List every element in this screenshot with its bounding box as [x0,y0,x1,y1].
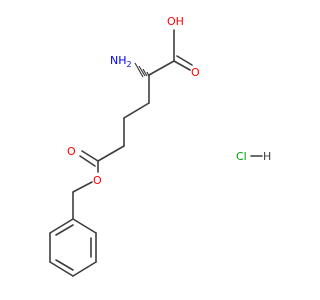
bond-ring-inner-3 [55,224,74,236]
atom-chloride: Cl [236,150,247,163]
atom-amine-main: NH [110,54,127,67]
bond-cester-o-double-b [79,155,96,167]
bond-calpha-ccarboxyl [148,60,175,76]
bond-ring-6 [49,218,74,234]
atom-carbonyl-o-acid: O [191,66,200,79]
atom-carbonyl-o-ester: O [67,145,76,158]
bond-ccarboxyl-o-double-b [176,55,193,66]
bond-ring-3 [72,261,97,277]
atom-amine-subscript: 2 [127,60,132,69]
atom-hydroxyl: OH [167,15,184,28]
bond-oester-ch2 [72,181,93,193]
molecule-structure: OH O NH2 O O Cl H [49,15,271,277]
stereo-hashed-wedge [134,62,150,78]
atom-hydrogen: H [263,150,271,163]
bond-cdelta-cester [97,145,125,162]
bond-ring-inner-2 [55,259,74,271]
atom-labels: OH O NH2 O O Cl H [67,15,271,187]
atom-amine: NH2 [110,54,132,69]
bond-cester-o-double-a [81,150,99,162]
atom-ester-o: O [93,174,102,187]
bond-ring-1 [72,218,97,234]
bond-ccarboxyl-o-double-a [173,60,191,71]
bond-ring-4 [49,261,74,277]
bond-cbeta-cgamma [123,102,150,119]
bonds [49,29,263,277]
